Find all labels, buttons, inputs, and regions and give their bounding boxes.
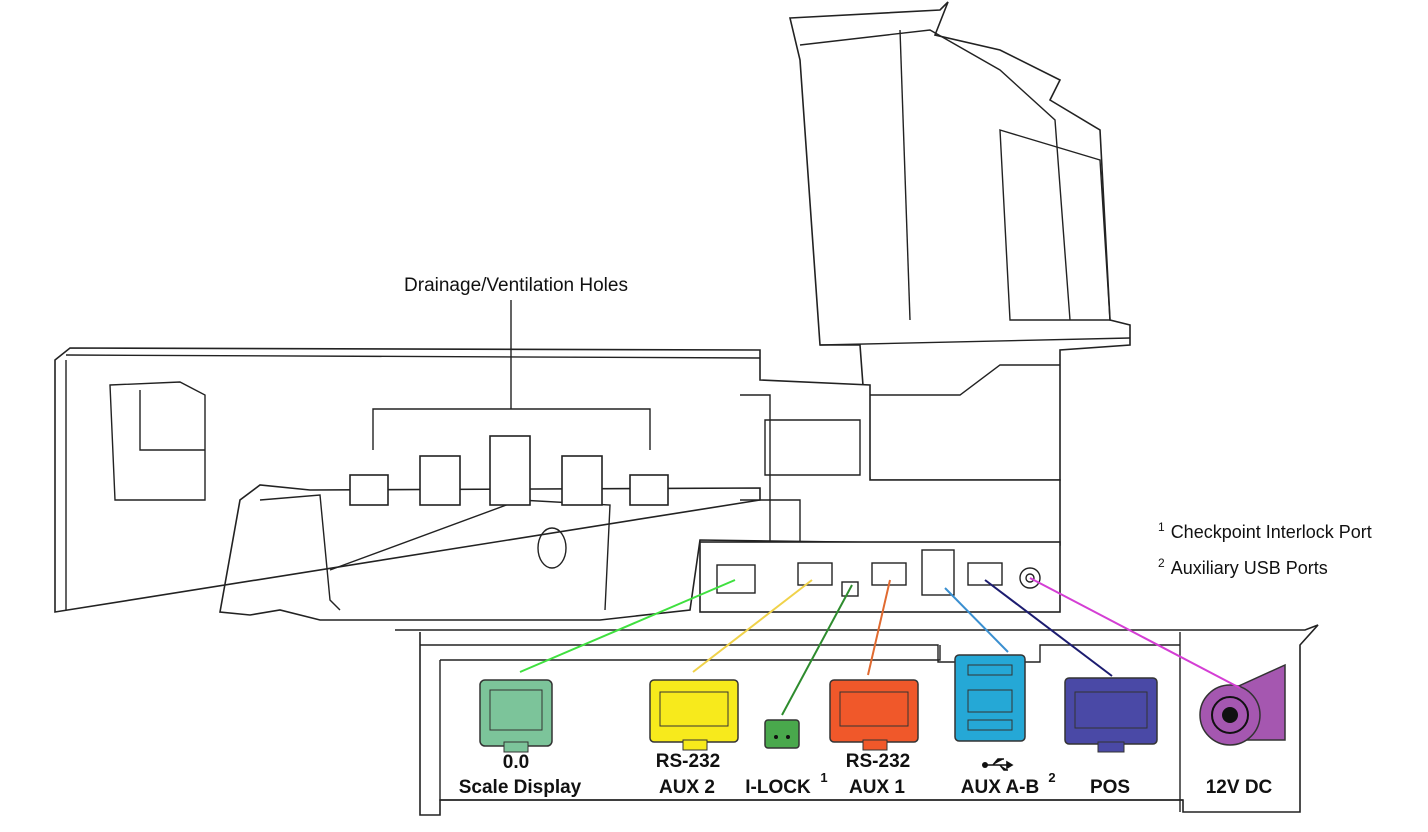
footnote-1: 1 Checkpoint Interlock Port — [1158, 520, 1372, 542]
leader-aux2 — [692, 579, 813, 673]
aux-ab-footnote-marker: 2 — [1048, 770, 1055, 785]
usb-icon — [982, 758, 1014, 771]
aux1-type-label: RS-232 — [846, 751, 910, 772]
leader-aux1 — [867, 579, 891, 676]
scale-display-reading: 0.0 — [503, 752, 529, 773]
ilock-label: I-LOCK — [745, 777, 811, 798]
leader-pos — [984, 579, 1113, 677]
aux2-label: AUX 2 — [659, 777, 715, 798]
footnote-2-marker: 2 — [1158, 556, 1165, 570]
aux1-label: AUX 1 — [849, 777, 905, 798]
callout-bracket — [372, 300, 651, 450]
port-aux1 — [829, 679, 919, 751]
leader-aux-ab — [944, 587, 1009, 653]
scale-display-label: Scale Display — [459, 777, 582, 798]
leader-ilock — [781, 584, 853, 716]
leader-lines — [519, 577, 1241, 716]
port-aux2 — [649, 679, 739, 751]
port-ilock — [764, 719, 800, 749]
aux2-type-label: RS-232 — [656, 751, 720, 772]
footnote-1-marker: 1 — [1158, 520, 1165, 534]
leader-12v-dc — [1029, 577, 1241, 689]
aux-ab-label: AUX A-B — [961, 777, 1039, 798]
12v-dc-label: 12V DC — [1206, 777, 1273, 798]
drainage-vent-holes — [349, 435, 669, 506]
footnote-1-text: Checkpoint Interlock Port — [1171, 522, 1372, 542]
port-12v-dc — [1199, 663, 1286, 746]
rear-port-strip — [699, 541, 1061, 613]
callout-label: Drainage/Ventilation Holes — [404, 275, 628, 296]
port-aux-ab-usb — [954, 654, 1026, 742]
ilock-footnote-marker: 1 — [820, 770, 827, 785]
port-pos — [1064, 677, 1158, 753]
footnote-2-text: Auxiliary USB Ports — [1171, 558, 1328, 578]
leader-scale-display — [519, 579, 736, 673]
scanner-tower — [788, 1, 1131, 481]
port-scale-display — [479, 679, 553, 753]
footnote-2: 2 Auxiliary USB Ports — [1158, 556, 1328, 578]
pos-label: POS — [1090, 777, 1130, 798]
